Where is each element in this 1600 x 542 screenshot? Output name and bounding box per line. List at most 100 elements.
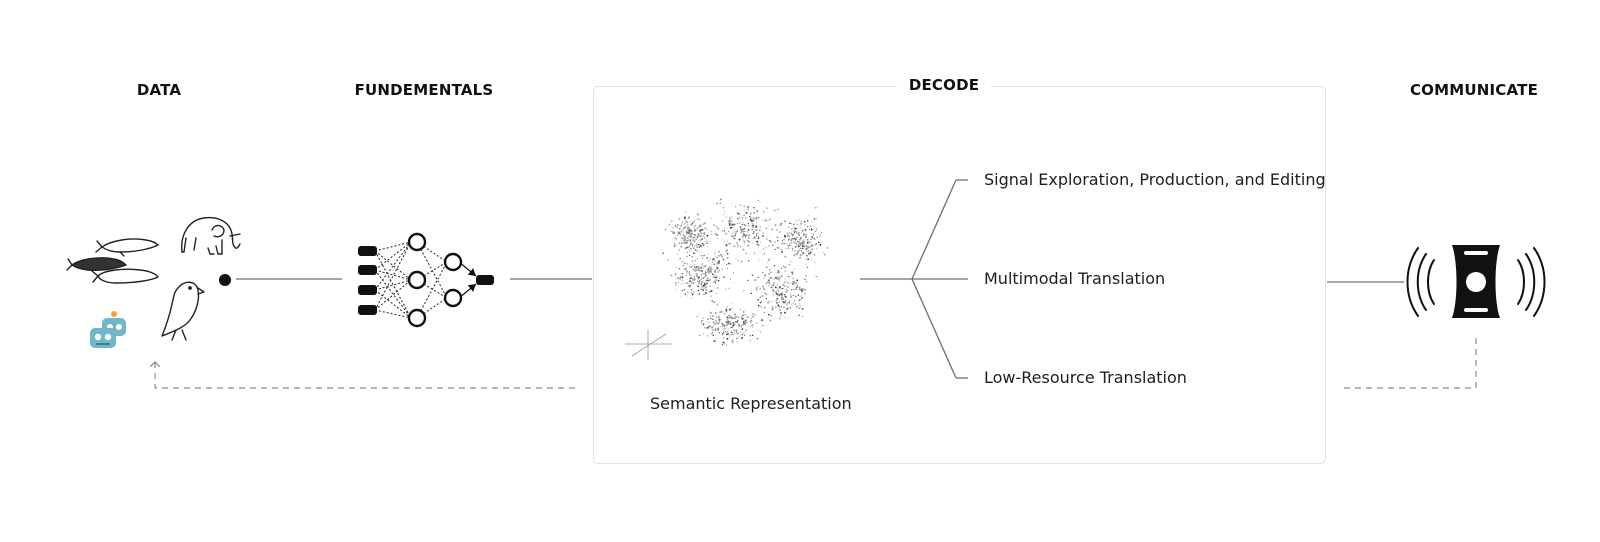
device-signal-icon (1406, 245, 1546, 318)
scatter-point (734, 332, 736, 334)
scatter-point (698, 214, 699, 216)
scatter-point (795, 237, 797, 239)
scatter-point (692, 247, 695, 250)
scatter-point (766, 294, 768, 296)
scatter-point (692, 268, 694, 271)
scatter-point (700, 273, 703, 276)
scatter-point (785, 243, 787, 245)
scatter-point (683, 227, 685, 229)
scatter-point (779, 308, 782, 311)
scatter-point (757, 237, 760, 240)
scatter-point (816, 276, 818, 278)
scatter-point (735, 331, 737, 333)
scatter-point (768, 226, 770, 227)
scatter-point (691, 283, 693, 285)
scatter-point (689, 236, 692, 238)
scatter-point (763, 311, 766, 314)
scatter-point (705, 228, 707, 230)
scatter-point (770, 286, 773, 289)
scatter-point (744, 243, 746, 245)
scatter-point (699, 267, 702, 270)
scatter-point (726, 306, 729, 308)
scatter-point (792, 283, 795, 286)
scatter-point (747, 222, 750, 225)
scatter-point (805, 248, 808, 251)
scatter-point (674, 284, 676, 286)
scatter-point (792, 295, 794, 297)
scatter-point (683, 216, 686, 219)
scatter-point (783, 265, 785, 267)
scatter-point (795, 231, 797, 233)
scatter-point (700, 266, 702, 268)
scatter-point (741, 235, 743, 237)
scatter-point (807, 250, 810, 253)
scatter-point (689, 243, 692, 246)
scatter-point (695, 273, 698, 276)
scatter-point (810, 242, 812, 244)
crow-icon (161, 281, 205, 341)
scatter-point (736, 230, 739, 232)
scatter-point (784, 234, 786, 237)
scatter-point (758, 259, 760, 261)
scatter-point (802, 229, 804, 231)
scatter-point (717, 315, 720, 317)
scatter-point (788, 300, 791, 303)
scatter-point (767, 258, 770, 261)
scatter-point (747, 234, 749, 236)
scatter-point (747, 229, 749, 231)
scatter-point (691, 232, 694, 234)
scatter-point (730, 331, 733, 334)
scatter-point (776, 271, 779, 274)
scatter-point (710, 231, 712, 233)
scatter-point (727, 322, 730, 325)
scatter-point (711, 273, 714, 276)
scatter-point (685, 230, 688, 233)
scatter-point (718, 250, 720, 253)
scatter-point (796, 223, 798, 225)
scatter-point (767, 313, 770, 316)
scatter-point (759, 288, 761, 290)
scatter-point (733, 236, 735, 238)
branch-label-multimodal-translation: Multimodal Translation (984, 269, 1166, 288)
scatter-point (708, 328, 709, 330)
scatter-point (714, 279, 717, 282)
scatter-point (795, 220, 797, 222)
scatter-point (805, 234, 807, 236)
scatter-point (672, 231, 674, 233)
scatter-point (739, 309, 742, 311)
scatter-point (784, 267, 786, 269)
scatter-point (727, 327, 729, 329)
scatter-point (771, 305, 774, 308)
scatter-point (794, 303, 797, 305)
scatter-point (688, 272, 691, 275)
scatter-point (711, 332, 713, 335)
scatter-point (681, 279, 684, 281)
scatter-point (710, 295, 712, 297)
scatter-point (802, 240, 804, 242)
scatter-point (741, 230, 744, 233)
scatter-point (723, 326, 725, 328)
scatter-point (765, 282, 768, 285)
feedback-line-from-communicate (1340, 338, 1477, 389)
scatter-point (773, 281, 775, 284)
scatter-point (702, 323, 705, 326)
scatter-point (684, 247, 687, 250)
scatter-point (695, 266, 698, 268)
scatter-point (762, 286, 764, 288)
scatter-point (786, 290, 789, 292)
scatter-point (784, 281, 786, 284)
scatter-point (764, 325, 766, 327)
scatter-point (733, 231, 735, 233)
stage-heading-decode: DECODE (896, 76, 992, 94)
scatter-point (745, 211, 748, 214)
scatter-point (696, 284, 698, 287)
scatter-point (673, 245, 676, 247)
scatter-point (807, 246, 810, 249)
scatter-point (761, 285, 764, 287)
scatter-point (783, 242, 786, 245)
scatter-point (733, 223, 736, 226)
scatter-point (808, 214, 810, 216)
scatter-point (680, 237, 682, 239)
scatter-point (741, 324, 743, 326)
scatter-point (809, 245, 812, 248)
